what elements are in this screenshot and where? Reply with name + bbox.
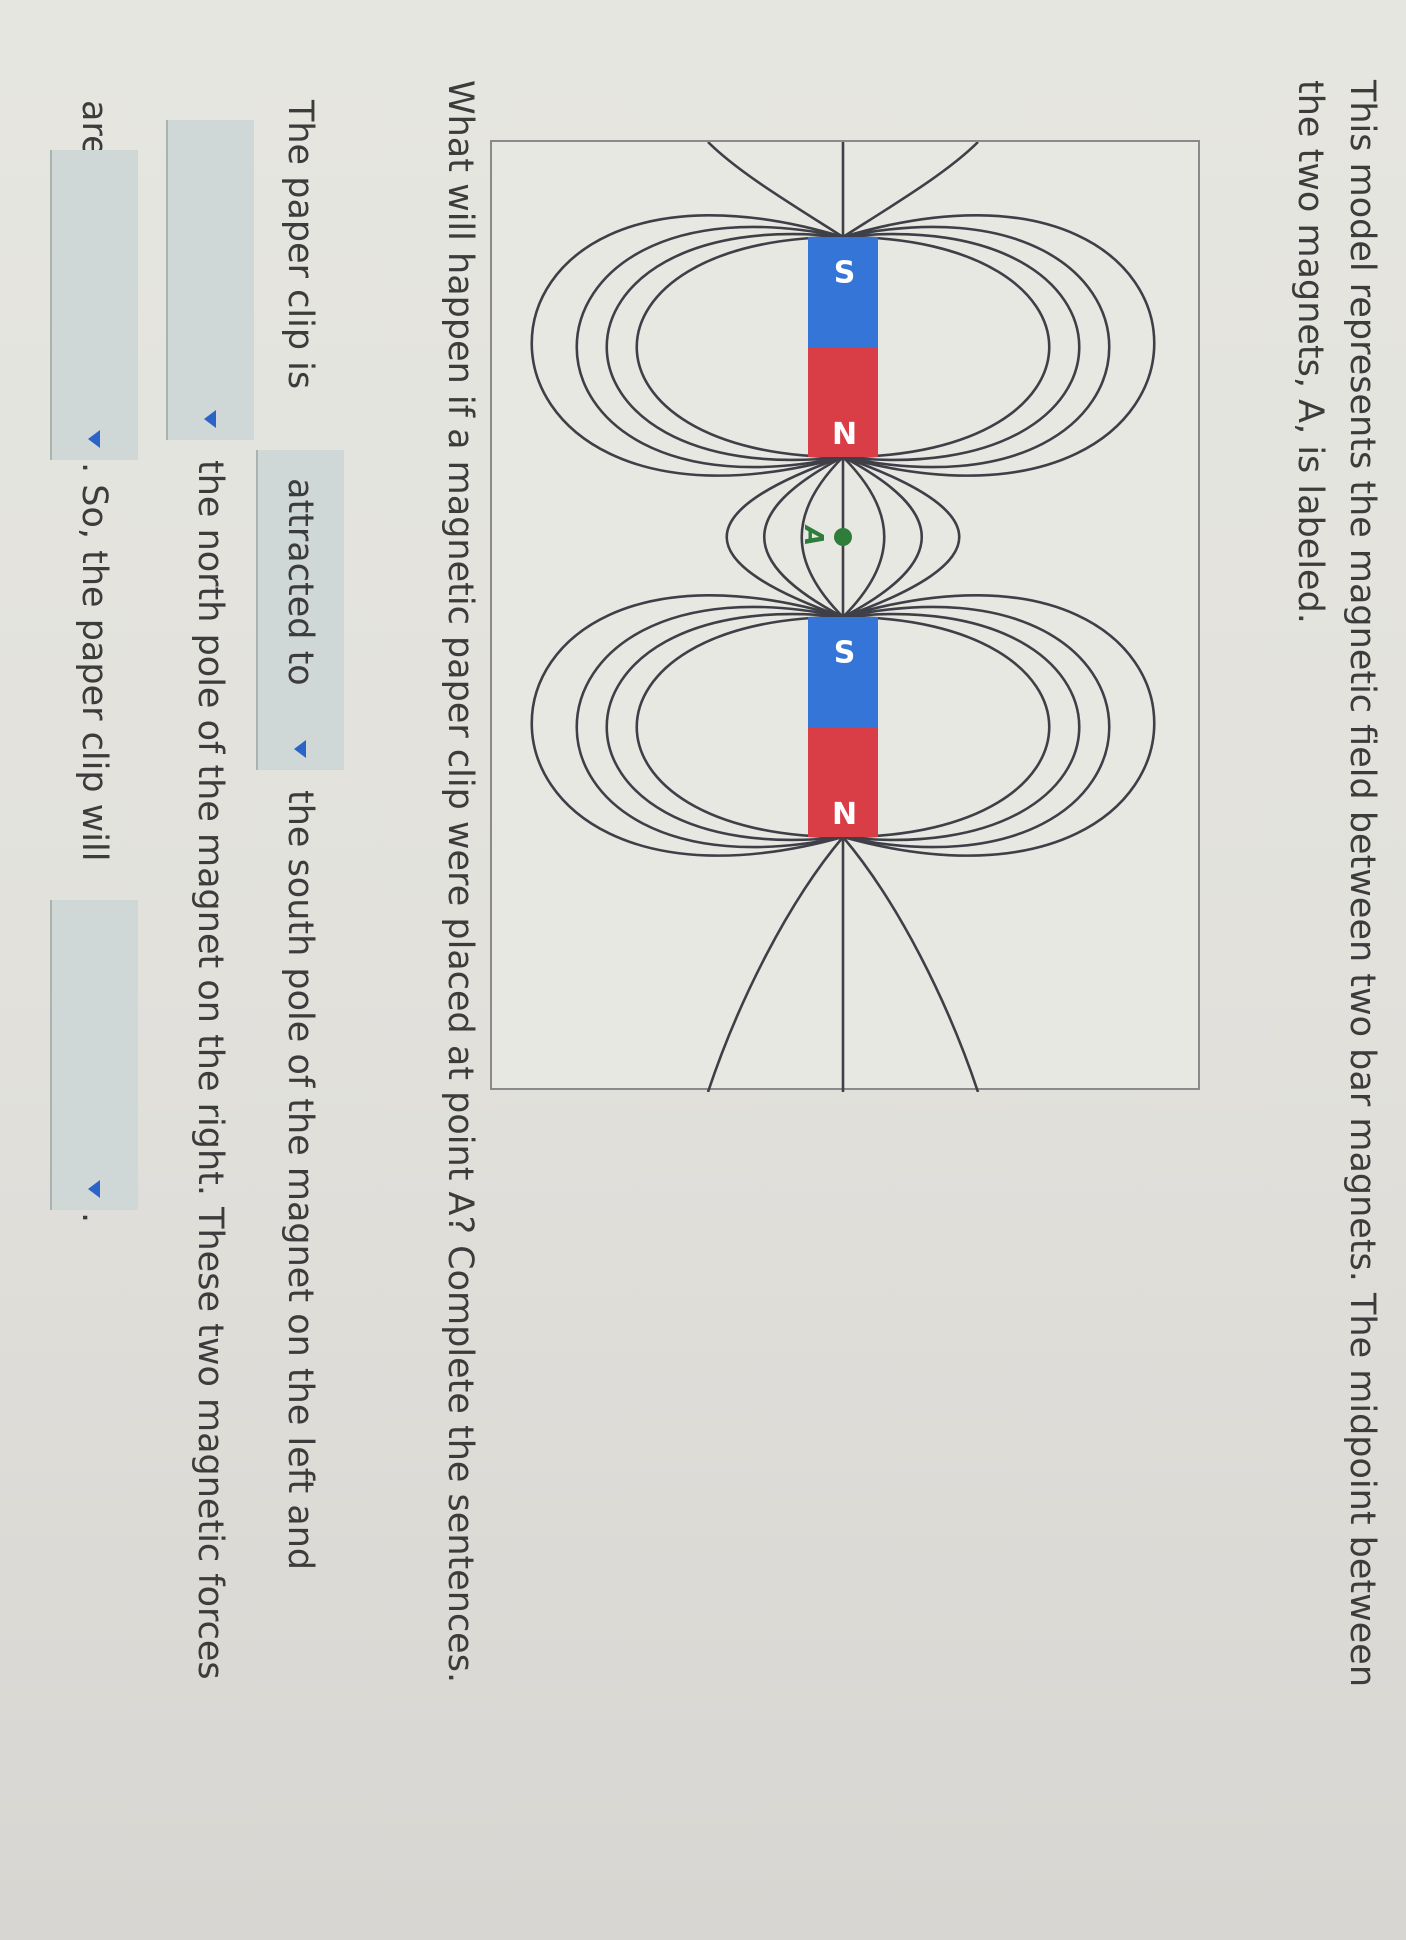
dropdown-1-value: attracted to <box>280 478 320 686</box>
field-lines-svg <box>530 142 1156 1092</box>
dropdown-2[interactable] <box>166 120 254 440</box>
chevron-down-icon <box>88 430 100 448</box>
sentence2-suffix: the north pole of the magnet on the righ… <box>190 460 230 1680</box>
intro-line-1: This model represents the magnetic field… <box>1342 80 1382 1688</box>
magnet2-north-label: N <box>831 797 858 833</box>
intro-paragraph: This model represents the magnetic field… <box>1284 80 1388 1860</box>
magnet1-south-label: S <box>833 255 856 291</box>
sentence-line-3: are . So, the paper clip will . <box>50 0 138 1940</box>
sentence1-prefix: The paper clip is <box>280 100 320 390</box>
chevron-down-icon <box>204 410 216 428</box>
magnetic-field-diagram: S N S N A <box>490 140 1200 1092</box>
question-text: What will happen if a magnetic paper cli… <box>440 80 480 1684</box>
sentence1-suffix: the south pole of the magnet on the left… <box>280 790 320 1571</box>
dropdown-4[interactable] <box>50 900 138 1210</box>
magnet1-north-label: N <box>831 417 858 453</box>
sentence3-prefix: are <box>74 100 114 157</box>
intro-line-2: the two magnets, A, is labeled. <box>1290 80 1330 624</box>
sentence-line-2: the north pole of the magnet on the righ… <box>166 0 254 1940</box>
dropdown-3[interactable] <box>50 150 138 460</box>
chevron-down-icon <box>294 740 306 758</box>
sentence3-middle: . So, the paper clip will <box>74 462 114 862</box>
sentence3-end: . <box>74 1212 114 1224</box>
sentence-line-1: The paper clip is attracted to the south… <box>256 0 344 1940</box>
dropdown-1[interactable]: attracted to <box>256 450 344 770</box>
point-a-label: A <box>798 526 828 547</box>
magnet2-south-label: S <box>833 635 856 671</box>
chevron-down-icon <box>88 1180 100 1198</box>
